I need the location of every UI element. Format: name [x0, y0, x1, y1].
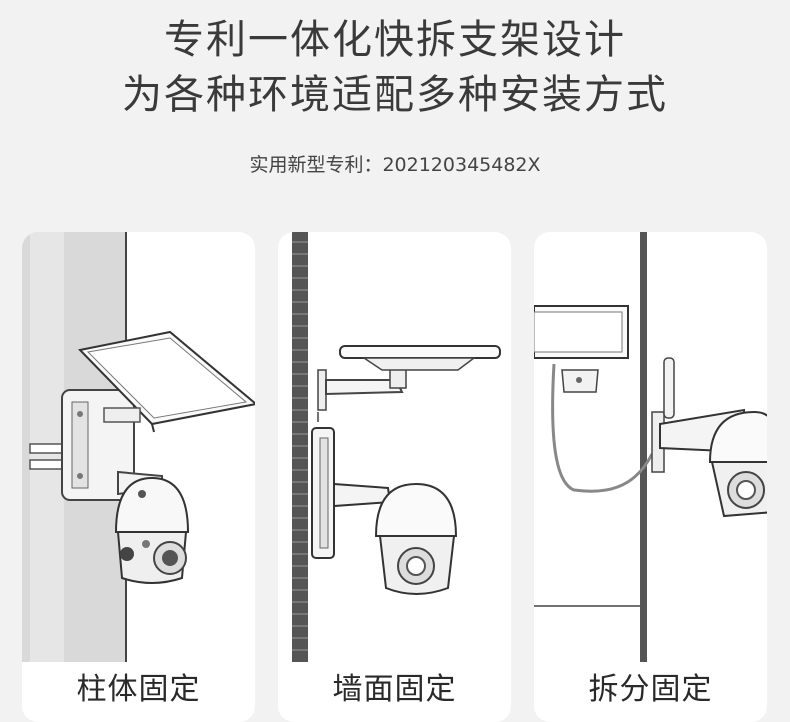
- pole-mount-illustration: [22, 232, 255, 662]
- title-line-2: 为各种环境适配多种安装方式: [122, 72, 668, 118]
- caption-wall-mount: 墙面固定: [332, 672, 457, 707]
- card-wall-mount: 墙面固定: [278, 232, 511, 722]
- title-line-1: 专利一体化快拆支架设计: [164, 17, 626, 63]
- patent-number: 实用新型专利：202120345482X: [249, 154, 541, 176]
- wall-mount-illustration: [292, 232, 501, 662]
- card-pole-mount: 柱体固定: [22, 232, 255, 722]
- card-split-mount: 拆分固定: [534, 232, 767, 722]
- caption-pole-mount: 柱体固定: [76, 672, 201, 707]
- split-mount-illustration: [534, 232, 767, 662]
- caption-split-mount: 拆分固定: [588, 672, 713, 707]
